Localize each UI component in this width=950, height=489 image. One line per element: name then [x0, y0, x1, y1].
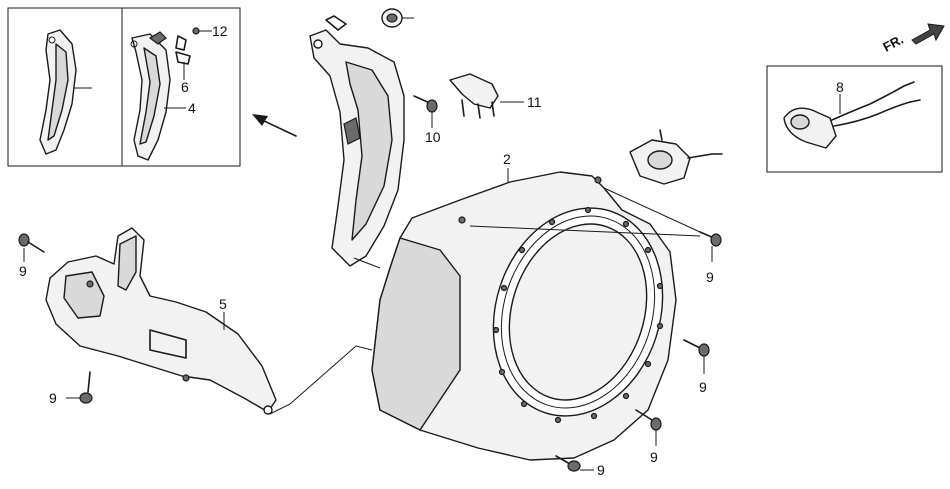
bolt-9-right-middle [683, 339, 710, 374]
callout-9-upper-left: 9 [19, 263, 27, 279]
leader-top-bolt [603, 187, 701, 233]
bolt-9-right-upper [699, 231, 722, 262]
bolt-9-lower-left [66, 371, 93, 404]
callout-4: 4 [188, 100, 196, 116]
inset-frame-left [7, 7, 241, 167]
inset-shroud-with-clips [130, 27, 212, 161]
leader-cover-to-5 [269, 345, 373, 415]
callout-10: 10 [425, 129, 441, 145]
callout-5: 5 [219, 296, 227, 312]
leader-shroud [353, 257, 381, 269]
bolt-9-bottom [555, 455, 594, 472]
fan-cover-part [371, 171, 677, 461]
callout-9-lower-left: 9 [49, 390, 57, 406]
inset-shroud-plain [39, 29, 92, 155]
callout-8: 8 [836, 79, 844, 95]
callout-11: 11 [527, 94, 542, 110]
upper-shroud-part [309, 15, 405, 267]
callout-2: 2 [503, 151, 511, 167]
callout-9-bottom: 9 [597, 462, 605, 478]
bolt-9-upper-left [18, 233, 45, 262]
fan-cover-bolt-holes [492, 206, 664, 424]
front-label: FR. [880, 32, 906, 55]
bolt-10 [413, 95, 438, 128]
inset-frame-right [766, 65, 943, 173]
switch-part [629, 129, 723, 185]
clip-11 [449, 73, 524, 119]
callout-6: 6 [181, 79, 189, 95]
inset-box-left [7, 7, 241, 167]
front-direction-indicator: FR. [880, 23, 945, 55]
callout-9-right-middle: 9 [699, 379, 707, 395]
nut-part [381, 8, 414, 28]
leader-hole-bolt [469, 225, 701, 237]
inset-pointer-arrow [252, 114, 297, 137]
inset-box-right [766, 65, 943, 173]
callout-9-right-upper: 9 [706, 269, 714, 285]
callout-9-right-lower: 9 [650, 449, 658, 465]
bolt-9-right-lower [635, 409, 662, 446]
callout-12: 12 [212, 23, 228, 39]
lower-shroud-part [45, 227, 277, 415]
